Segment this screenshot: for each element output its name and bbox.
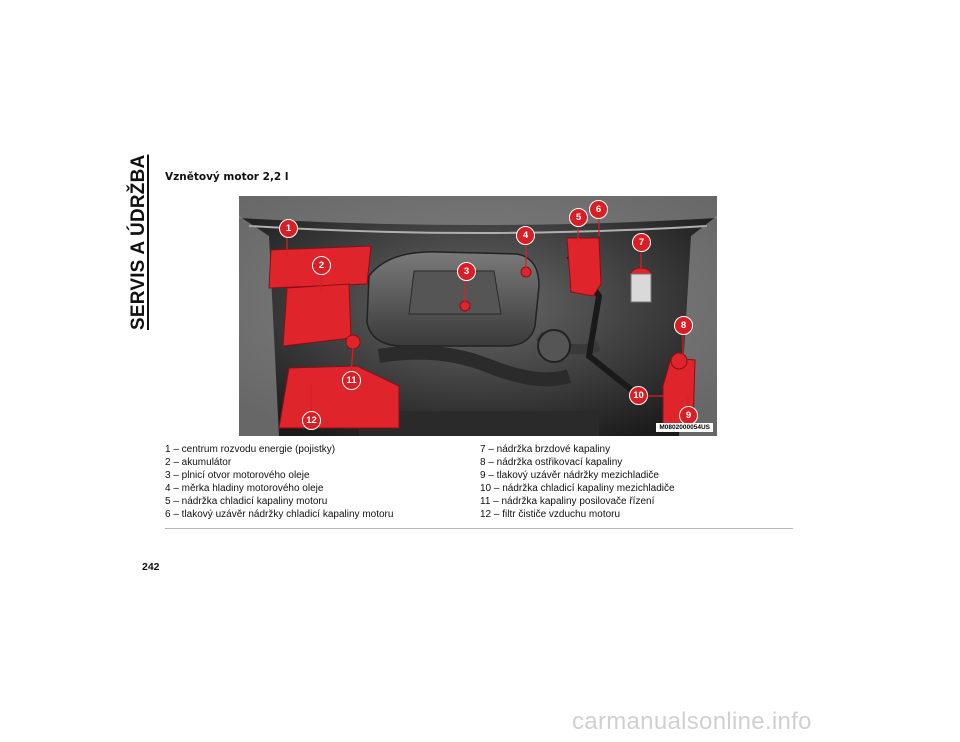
engine-bay-photo: 1 2 3 4 5 6 7 8 9 10 11 12 M0802000054US bbox=[239, 196, 717, 436]
brake-reservoir-body bbox=[630, 273, 652, 303]
legend-column-left: 1 – centrum rozvodu energie (pojistky) 2… bbox=[165, 444, 393, 521]
legend-item: 12 – filtr čističe vzduchu motoru bbox=[480, 508, 621, 520]
watermark: carmanualsonline.info bbox=[572, 708, 812, 735]
chapter-side-title-text: SERVIS A ÚDRŽBA bbox=[128, 154, 149, 330]
highlight-dipstick bbox=[520, 266, 532, 278]
callout-2: 2 bbox=[312, 256, 331, 275]
legend-item: 5 – nádržka chladicí kapaliny motoru bbox=[165, 495, 328, 507]
legend-item: 3 – plnicí otvor motorového oleje bbox=[165, 469, 310, 481]
highlight-power-steering-reservoir bbox=[345, 334, 361, 350]
highlight-intercooler-cap bbox=[670, 352, 688, 370]
legend-item: 6 – tlakový uzávěr nádržky chladicí kapa… bbox=[165, 508, 394, 520]
callout-5: 5 bbox=[569, 208, 588, 227]
page-number: 242 bbox=[142, 561, 160, 573]
left-fender bbox=[239, 216, 279, 436]
figure-code: M0802000054US bbox=[656, 423, 713, 432]
highlight-coolant-reservoir bbox=[566, 237, 602, 297]
callout-4: 4 bbox=[516, 226, 535, 245]
legend-item: 8 – nádržka ostřikovací kapaliny bbox=[480, 456, 623, 468]
highlight-battery bbox=[282, 283, 352, 347]
intake-hose bbox=[377, 345, 572, 387]
legend-item: 10 – nádržka chladicí kapaliny mezichlad… bbox=[480, 482, 675, 494]
callout-6: 6 bbox=[589, 200, 608, 219]
chapter-side-title: SERVIS A ÚDRŽBA bbox=[126, 155, 166, 330]
engine-cover-plate bbox=[408, 270, 502, 315]
legend-item: 1 – centrum rozvodu energie (pojistky) bbox=[165, 444, 336, 455]
callout-12: 12 bbox=[302, 411, 321, 430]
callout-10: 10 bbox=[629, 386, 648, 405]
legend-item: 4 – měrka hladiny motorového oleje bbox=[165, 482, 324, 494]
turbo-housing bbox=[537, 329, 571, 363]
callout-8: 8 bbox=[674, 316, 693, 335]
legend-column-right: 7 – nádržka brzdové kapaliny 8 – nádržka… bbox=[480, 444, 675, 521]
section-title: Vznětový motor 2,2 l bbox=[165, 171, 289, 183]
callout-1: 1 bbox=[279, 219, 298, 238]
hood-edge bbox=[239, 196, 717, 225]
legend-item: 9 – tlakový uzávěr nádržky mezichladiče bbox=[480, 469, 659, 481]
callout-11: 11 bbox=[342, 371, 361, 390]
legend-divider bbox=[165, 528, 793, 529]
callout-7: 7 bbox=[632, 233, 651, 252]
legend-item: 2 – akumulátor bbox=[165, 456, 232, 468]
callout-3: 3 bbox=[457, 262, 476, 281]
legend-item: 11 – nádržka kapaliny posilovače řízení bbox=[480, 495, 655, 507]
legend-item: 7 – nádržka brzdové kapaliny bbox=[480, 444, 611, 455]
